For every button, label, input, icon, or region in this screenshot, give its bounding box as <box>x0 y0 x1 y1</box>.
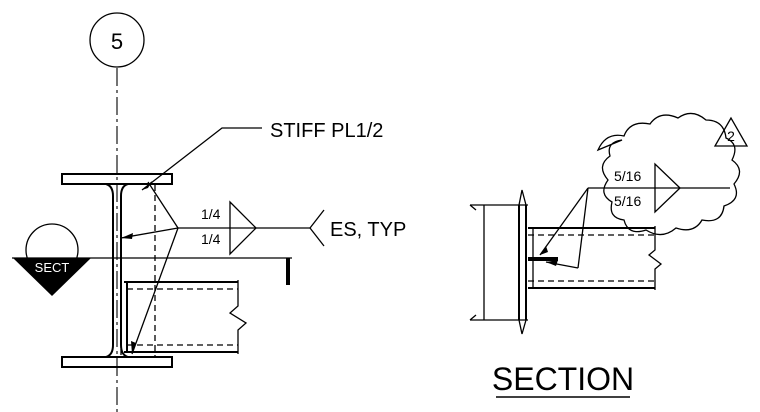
revision-cloud <box>596 112 741 236</box>
section-beam <box>528 226 663 290</box>
stiffener-plate <box>120 185 156 356</box>
stiffener-callout-text: STIFF PL1/2 <box>270 120 383 142</box>
weld-symbol: 1/4 1/4 ES, TYP <box>120 181 406 355</box>
revision-tag: 2 <box>713 116 749 147</box>
beam <box>124 280 248 354</box>
section-weld-size-top: 5/16 <box>614 168 641 184</box>
section-marker-label: SECT <box>35 260 70 275</box>
gridline-label: 5 <box>111 29 123 54</box>
weld-size-bottom: 1/4 <box>201 231 221 247</box>
section-marker: SECT <box>13 223 91 296</box>
section-title-text: SECTION <box>492 361 634 397</box>
weld-size-top: 1/4 <box>201 206 221 222</box>
section-weld-symbol: 5/16 5/16 <box>539 162 730 269</box>
end-plate <box>518 189 527 335</box>
section-weld-size-bottom: 5/16 <box>614 193 641 209</box>
gridline-bubble: 5 <box>89 12 145 68</box>
section-title: SECTION <box>492 361 634 398</box>
weld-note: ES, TYP <box>330 219 406 241</box>
stiffener-callout: STIFF PL1/2 <box>141 120 383 191</box>
revision-tag-label: 2 <box>727 128 735 144</box>
